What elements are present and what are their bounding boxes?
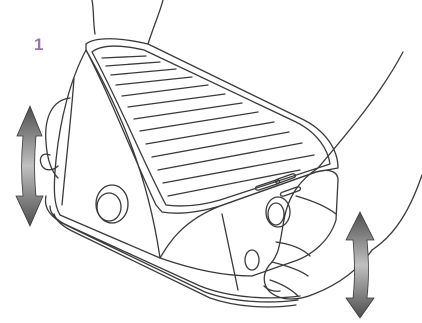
iron-side-body bbox=[54, 50, 252, 276]
side-dial bbox=[96, 185, 128, 223]
rotate-arrow-right-icon bbox=[346, 212, 374, 318]
rotate-arrow-left-icon bbox=[16, 106, 43, 226]
power-button bbox=[245, 250, 259, 270]
iron-base-plate bbox=[46, 196, 300, 298]
right-arm-outline bbox=[318, 52, 403, 168]
top-hand-outline bbox=[92, 0, 95, 34]
front-dial bbox=[266, 197, 290, 227]
iron-top-ribs bbox=[102, 56, 314, 196]
iron-front-face bbox=[160, 170, 338, 276]
